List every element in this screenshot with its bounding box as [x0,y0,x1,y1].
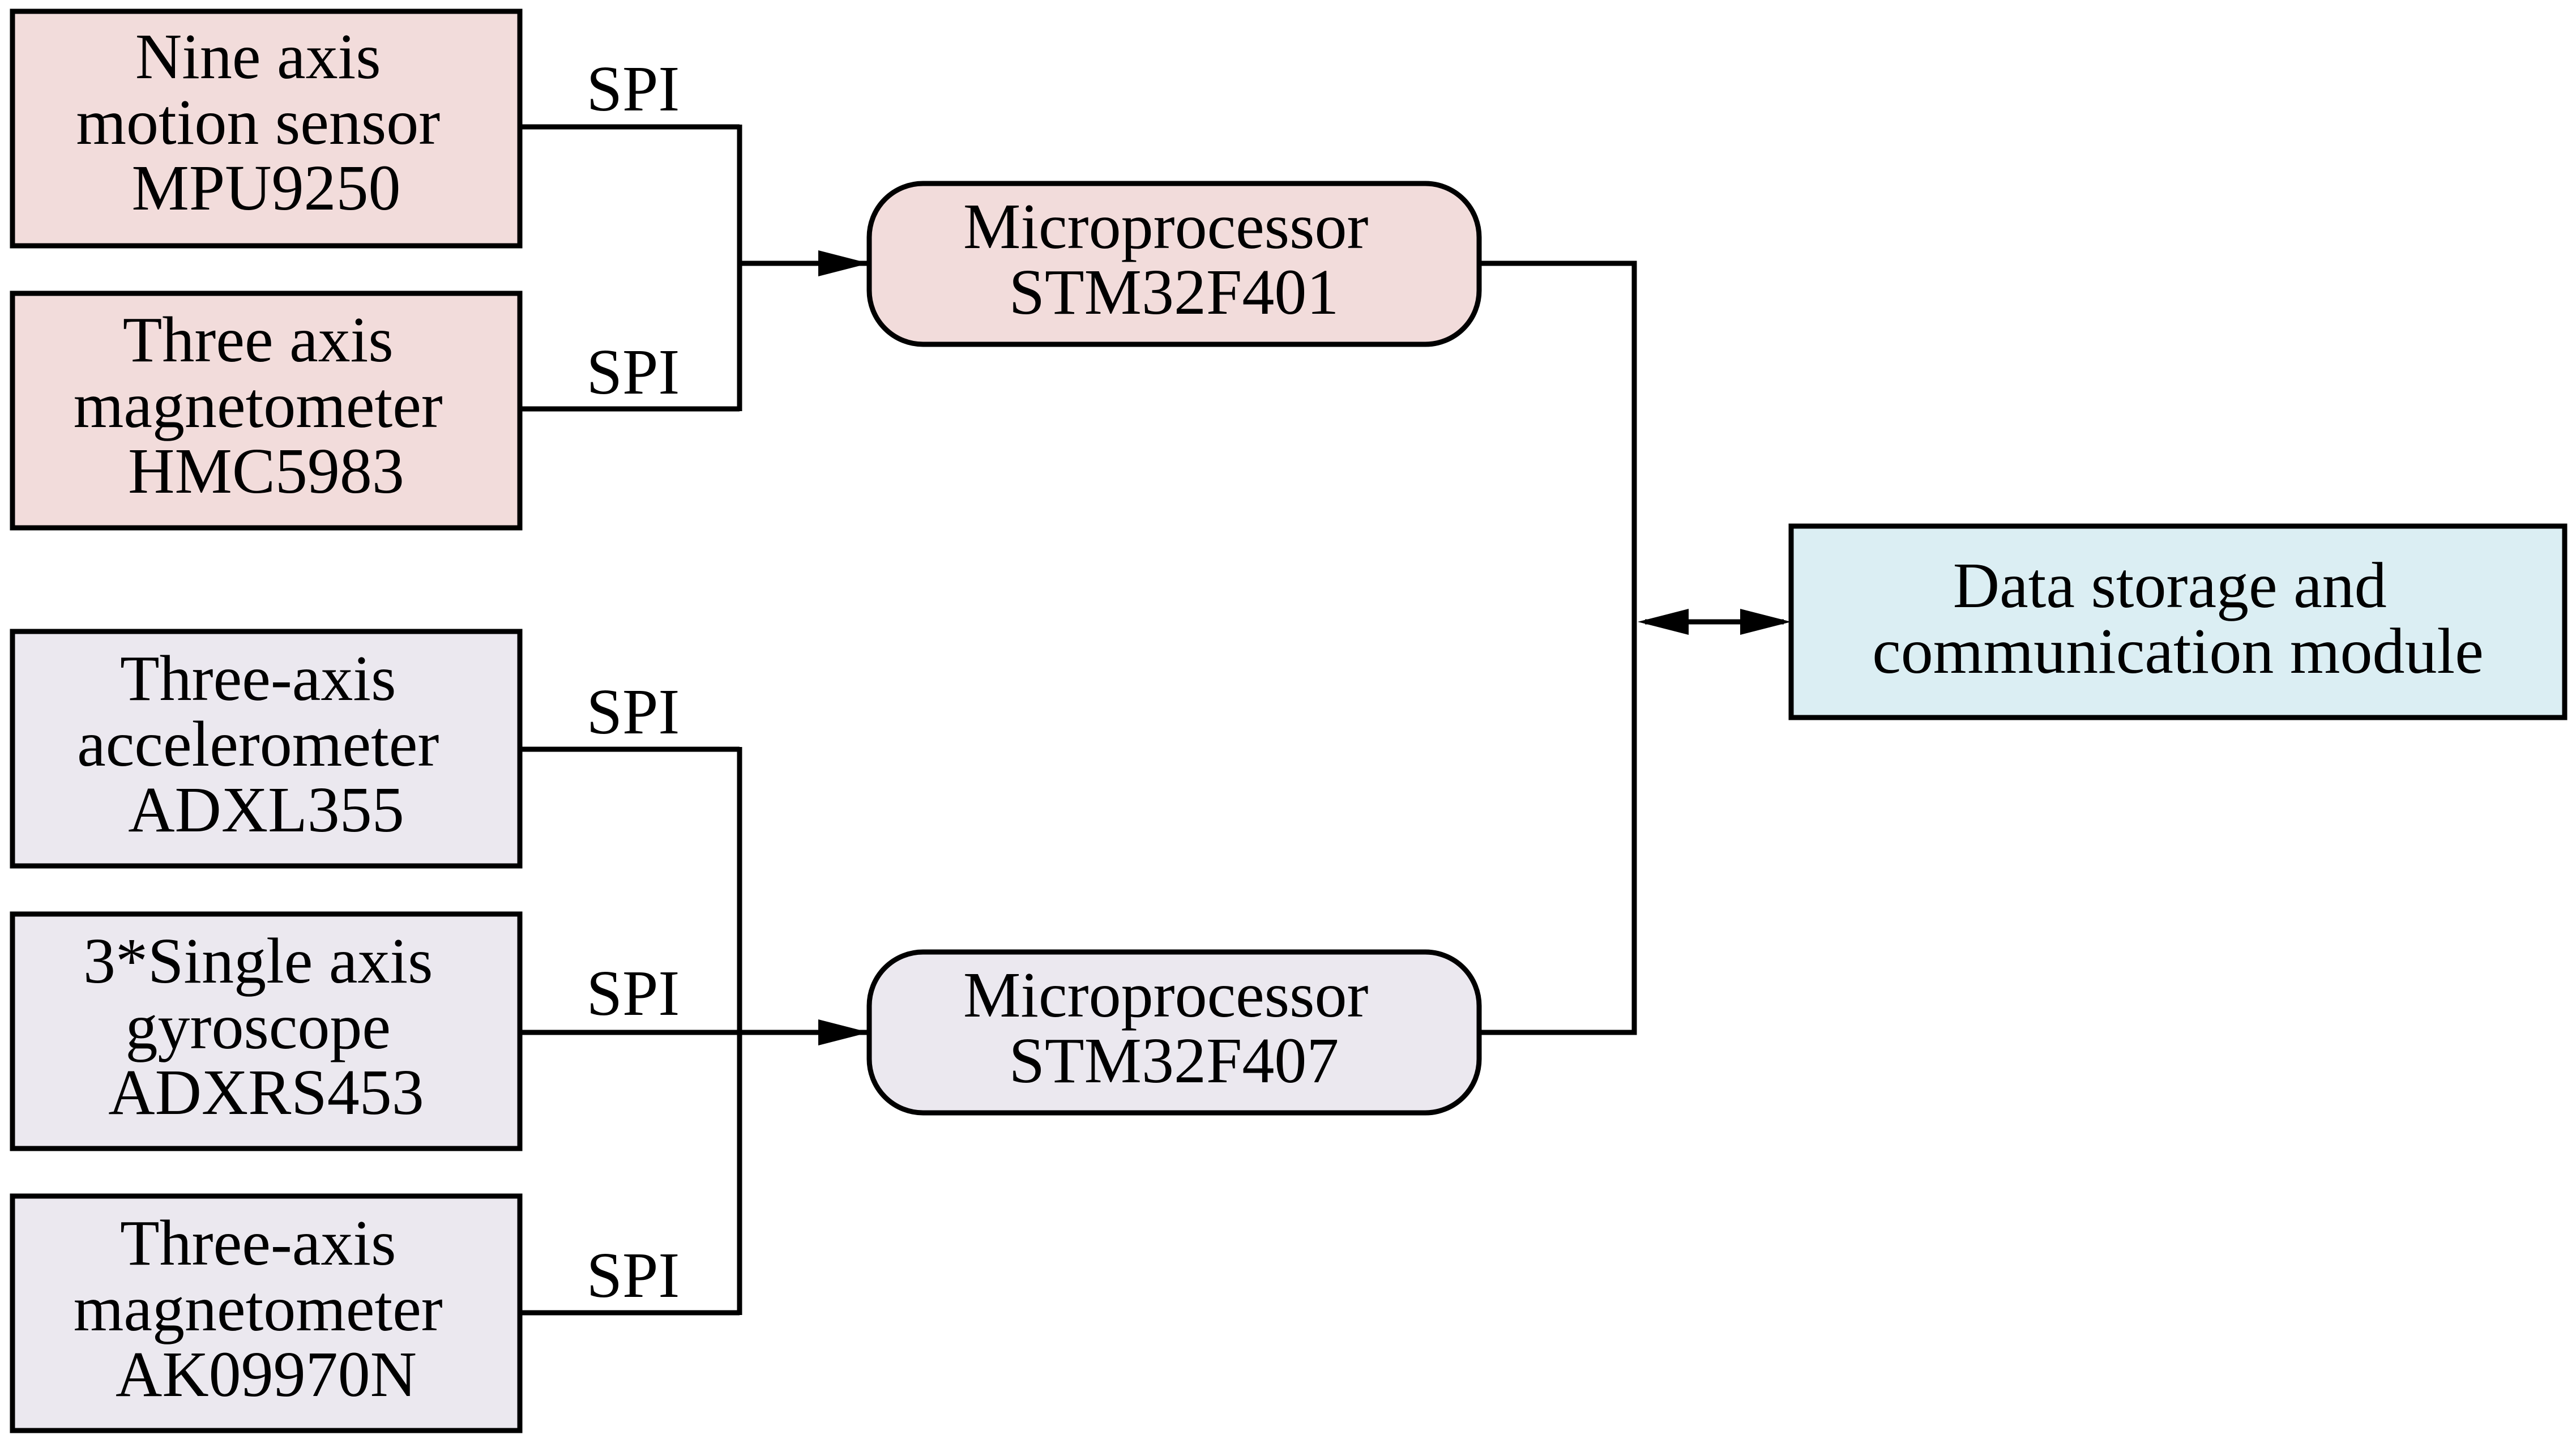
sensor-adxl355: Three-axis accelerometer ADXL355 [10,629,523,869]
sensor-label: Nine axis motion sensor MPU9250 [76,20,456,224]
sensor-box [10,291,523,531]
spi-label: SPI [587,336,680,408]
spi-label: SPI [587,957,680,1029]
processor-stm32f401: Microprocessor STM32F401 [866,181,1482,347]
arrowhead-stm32f401 [818,250,869,276]
sensor-box [10,1193,523,1433]
sensor-ak09970n: Three-axis magnetometer AK09970N [10,1193,523,1433]
spi-label: SPI [587,53,680,125]
sensor-box [10,629,523,869]
processor-box [866,949,1482,1116]
sensor-label: Three axis magnetometer HMC5983 [74,304,459,507]
spi-labels: SPI SPI SPI SPI SPI [587,53,680,1311]
sensor-mpu9250: Nine axis motion sensor MPU9250 [10,8,523,249]
data-storage-module: Data storage and communication module [1788,523,2568,720]
spi-label: SPI [587,676,680,748]
module-box [1788,523,2568,720]
processor-label: Microprocessor STM32F401 [963,190,1385,328]
connection-wires [520,124,1791,1316]
sensor-label: Three-axis magnetometer AK09970N [74,1207,459,1410]
sensor-label: 3*Single axis gyroscope ADXRS453 [83,925,449,1128]
sensor-label: Three-axis accelerometer ADXL355 [77,642,455,846]
processor-box [866,181,1482,347]
spi-label: SPI [587,1239,680,1311]
sensor-hmc5983: Three axis magnetometer HMC5983 [10,291,523,531]
module-label: Data storage and communication module [1872,549,2484,687]
processor-label: Microprocessor STM32F407 [963,959,1385,1096]
sensor-box [10,8,523,249]
arrowhead-stm32f407 [818,1019,869,1045]
sensor-box [10,911,523,1151]
arrowhead-left [1638,609,1689,635]
wire-stm32f401-out [1479,261,1637,1035]
arrowhead-right [1740,609,1791,635]
processor-stm32f407: Microprocessor STM32F407 [866,949,1482,1116]
sensor-adxrs453: 3*Single axis gyroscope ADXRS453 [10,911,523,1151]
